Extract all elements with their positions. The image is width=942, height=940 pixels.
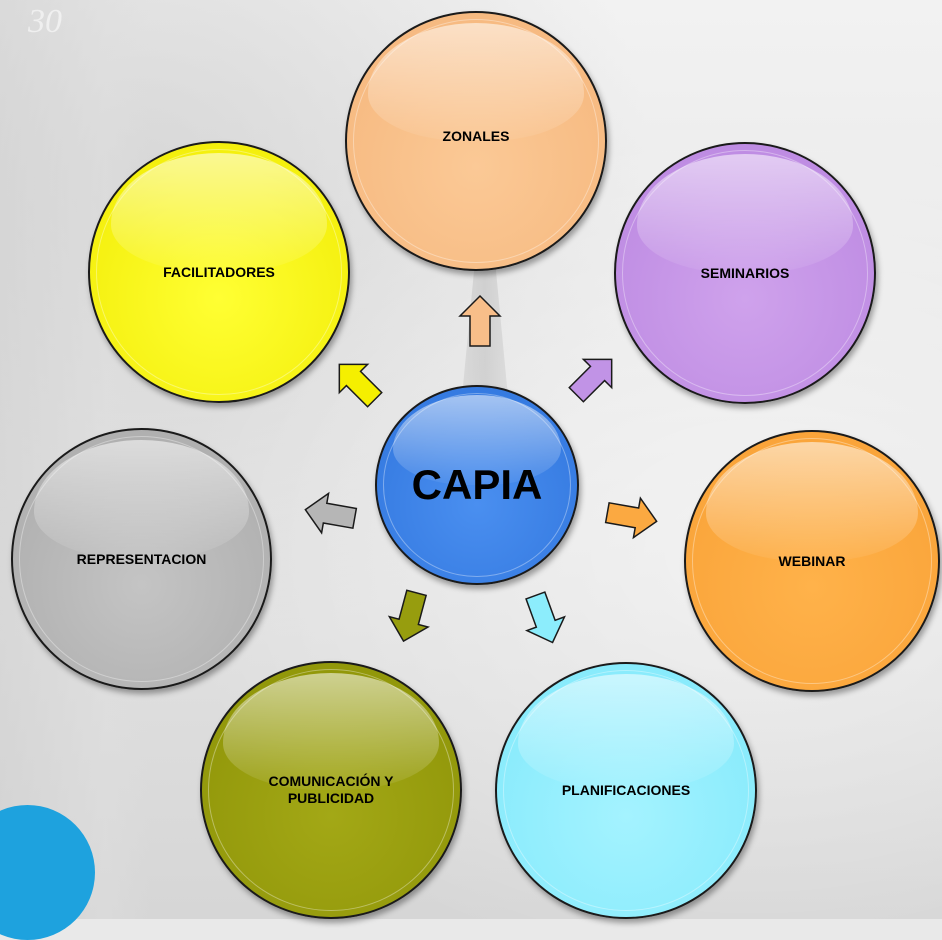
node-representacion-label: REPRESENTACION bbox=[76, 550, 207, 567]
node-webinar-label: WEBINAR bbox=[778, 552, 846, 569]
node-zonales-label: ZONALES bbox=[442, 127, 510, 144]
arrow-to-seminarios bbox=[559, 342, 628, 411]
background-watermark-text: 30 bbox=[28, 3, 62, 40]
node-capia-label: CAPIA bbox=[411, 461, 543, 508]
node-comunicacion-label: COMUNICACIÓN Y PUBLICIDAD bbox=[269, 773, 394, 807]
node-seminarios-label: SEMINARIOS bbox=[700, 264, 790, 281]
node-planificaciones-label: PLANIFICACIONES bbox=[561, 782, 691, 798]
node-comunicacion-label-line2: PUBLICIDAD bbox=[287, 790, 375, 806]
arrow-to-facilitadores bbox=[322, 347, 391, 416]
arrow-to-representacion bbox=[300, 488, 361, 541]
arrow-to-zonales bbox=[458, 294, 502, 348]
arrow-to-comunicacion bbox=[382, 585, 438, 649]
node-facilitadores: FACILITADORES bbox=[88, 141, 350, 403]
node-planificaciones: PLANIFICACIONES bbox=[495, 662, 757, 919]
node-comunicacion: COMUNICACIÓN Y PUBLICIDAD bbox=[200, 661, 462, 919]
node-representacion: REPRESENTACION bbox=[11, 428, 272, 690]
node-comunicacion-label-line1: COMUNICACIÓN Y bbox=[268, 773, 394, 789]
node-seminarios: SEMINARIOS bbox=[614, 142, 876, 404]
node-zonales: ZONALES bbox=[345, 11, 607, 271]
node-facilitadores-label: FACILITADORES bbox=[163, 263, 275, 280]
arrow-to-planificaciones bbox=[514, 586, 574, 652]
node-webinar: WEBINAR bbox=[684, 430, 940, 692]
node-capia-center: CAPIA bbox=[375, 385, 579, 585]
arrow-to-webinar bbox=[602, 491, 663, 544]
